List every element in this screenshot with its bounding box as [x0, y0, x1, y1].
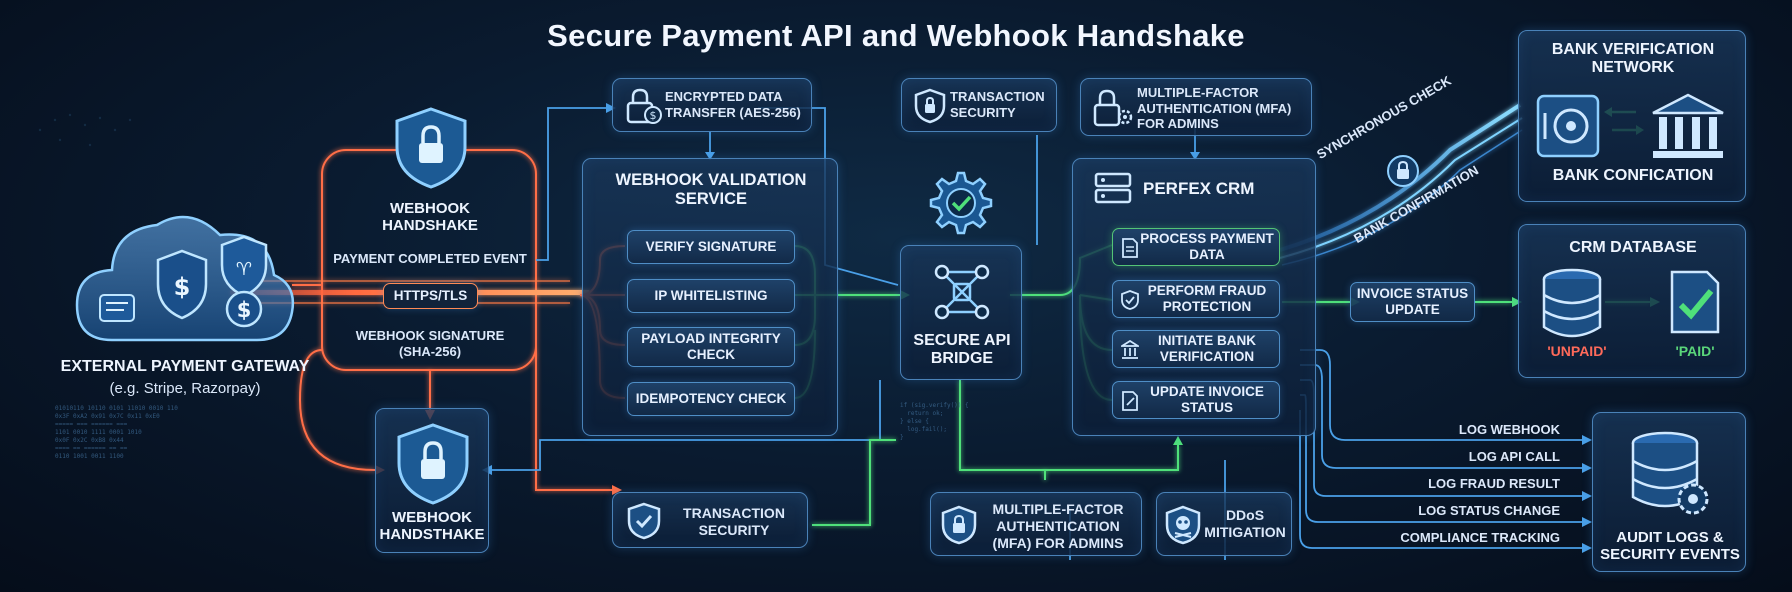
- gear-check-icon: [928, 170, 994, 236]
- paid-status: 'PAID': [1675, 343, 1715, 359]
- database-gear-icon: [1629, 429, 1711, 519]
- shield-lock-icon: [941, 505, 977, 545]
- svg-text:$: $: [174, 273, 191, 301]
- bank-icon: [1118, 339, 1142, 360]
- svg-text:$: $: [650, 109, 657, 122]
- world-map-dots: [38, 113, 132, 147]
- idempotency-step: IDEMPOTENCY CHECK: [627, 382, 795, 416]
- bank-sub-label: BANK CONFICATION: [1552, 167, 1714, 184]
- lock-icon: [1386, 154, 1420, 188]
- process-payment-label: PROCESS PAYMENT DATA: [1140, 231, 1274, 262]
- skull-shield-icon: [1165, 505, 1201, 545]
- document-icon: [1121, 238, 1139, 258]
- shield-lock-icon: [395, 421, 471, 507]
- lock-gear-icon: [1091, 87, 1135, 129]
- shield-check-icon: [627, 502, 661, 540]
- crm-database-box: CRM DATABASE 'UNPAID' 'PAID': [1518, 224, 1746, 378]
- log-status-change: LOG STATUS CHANGE: [1418, 503, 1560, 518]
- update-invoice-label: UPDATE INVOICE STATUS: [1150, 384, 1264, 415]
- edit-icon: [1121, 391, 1139, 411]
- api-bridge-label: SECURE API BRIDGE: [913, 332, 1011, 368]
- encrypted-transfer-label: ENCRYPTED DATA TRANSFER (AES-256): [665, 89, 801, 120]
- handshake-bottom-box: WEBHOOK HANDSTHAKE: [375, 408, 489, 553]
- svg-text:$: $: [237, 298, 252, 322]
- update-invoice-step: UPDATE INVOICE STATUS: [1112, 381, 1280, 419]
- bank-network-title: BANK VERIFICATION NETWORK: [1551, 41, 1715, 77]
- transaction-security-top-box: TRANSACTION SECURITY: [901, 78, 1057, 132]
- crm-database-title: CRM DATABASE: [1569, 239, 1697, 256]
- handshake-top-label: WEBHOOK HANDSHAKE: [382, 200, 478, 235]
- code-decoration-center: if (sig.verify()) { return ok;} else { l…: [900, 402, 969, 441]
- bank-building-icon: [1649, 91, 1727, 161]
- bank-network-box: BANK VERIFICATION NETWORK BANK CONFICATI…: [1518, 30, 1746, 202]
- shield-check-icon: [1121, 290, 1139, 310]
- unpaid-status: 'UNPAID': [1547, 343, 1607, 359]
- gateway-sub: (e.g. Stripe, Razorpay): [109, 380, 261, 397]
- cloud-icon: ♈ $ $: [72, 200, 298, 348]
- mfa-top-label: MULTIPLE-FACTOR AUTHENTICATION (MFA) FOR…: [1137, 85, 1292, 132]
- transaction-security-bottom-box: TRANSACTION SECURITY: [612, 492, 808, 548]
- bank-verification-step: INITIATE BANK VERIFICATION: [1112, 330, 1280, 368]
- ddos-label: DDoS MITIGATION: [1204, 507, 1286, 540]
- log-api-call: LOG API CALL: [1468, 449, 1560, 464]
- fraud-protection-step: PERFORM FRAUD PROTECTION: [1112, 280, 1280, 318]
- audit-logs-box: AUDIT LOGS & SECURITY EVENTS: [1592, 412, 1746, 572]
- svg-text:♈: ♈: [236, 259, 252, 280]
- transaction-security-top-label: TRANSACTION SECURITY: [950, 89, 1045, 120]
- fraud-protection-label: PERFORM FRAUD PROTECTION: [1147, 283, 1267, 314]
- api-bridge-box: SECURE API BRIDGE: [900, 245, 1022, 380]
- payload-integrity-step: PAYLOAD INTEGRITY CHECK: [627, 327, 795, 367]
- invoice-status-update: INVOICE STATUS UPDATE: [1350, 282, 1475, 322]
- webhook-signature: WEBHOOK SIGNATURE (SHA-256): [355, 328, 505, 359]
- payment-completed-event: PAYMENT COMPLETED EVENT: [333, 251, 527, 266]
- page-title: Secure Payment API and Webhook Handshake: [547, 18, 1245, 53]
- log-fraud-result: LOG FRAUD RESULT: [1428, 476, 1560, 491]
- network-nodes-icon: [930, 260, 994, 324]
- process-payment-step: PROCESS PAYMENT DATA: [1112, 228, 1280, 266]
- ip-whitelisting-step: IP WHITELISTING: [627, 279, 795, 313]
- https-tls-badge: HTTPS/TLS: [383, 283, 478, 309]
- gateway-label: EXTERNAL PAYMENT GATEWAY: [60, 358, 310, 375]
- shield-lock-icon: [393, 105, 469, 191]
- handshake-bottom-label: WEBHOOK HANDSTHAKE: [379, 509, 485, 544]
- audit-logs-label: AUDIT LOGS & SECURITY EVENTS: [1600, 529, 1740, 564]
- database-icon: [1539, 267, 1605, 339]
- mfa-bottom-label: MULTIPLE-FACTOR AUTHENTICATION (MFA) FOR…: [992, 501, 1124, 551]
- log-webhook: LOG WEBHOOK: [1458, 422, 1560, 437]
- verify-signature-step: VERIFY SIGNATURE: [627, 230, 795, 264]
- mfa-bottom-box: MULTIPLE-FACTOR AUTHENTICATION (MFA) FOR…: [930, 492, 1142, 556]
- document-check-icon: [1669, 269, 1721, 335]
- transaction-security-bottom-label: TRANSACTION SECURITY: [683, 505, 785, 538]
- perfex-crm-title: PERFEX CRM: [1143, 179, 1255, 198]
- mfa-top-box: MULTIPLE-FACTOR AUTHENTICATION (MFA) FOR…: [1080, 78, 1312, 136]
- server-icon: [1093, 171, 1133, 205]
- shield-lock-icon: [914, 88, 946, 124]
- compliance-tracking: COMPLIANCE TRACKING: [1400, 530, 1560, 545]
- validation-title: WEBHOOK VALIDATION SERVICE: [615, 171, 807, 208]
- ddos-box: DDoS MITIGATION: [1156, 492, 1292, 556]
- safe-icon: [1535, 93, 1601, 159]
- bank-verification-label: INITIATE BANK VERIFICATION: [1158, 333, 1256, 364]
- encrypted-transfer-box: $ ENCRYPTED DATA TRANSFER (AES-256): [612, 78, 812, 132]
- lock-icon: $: [623, 87, 663, 125]
